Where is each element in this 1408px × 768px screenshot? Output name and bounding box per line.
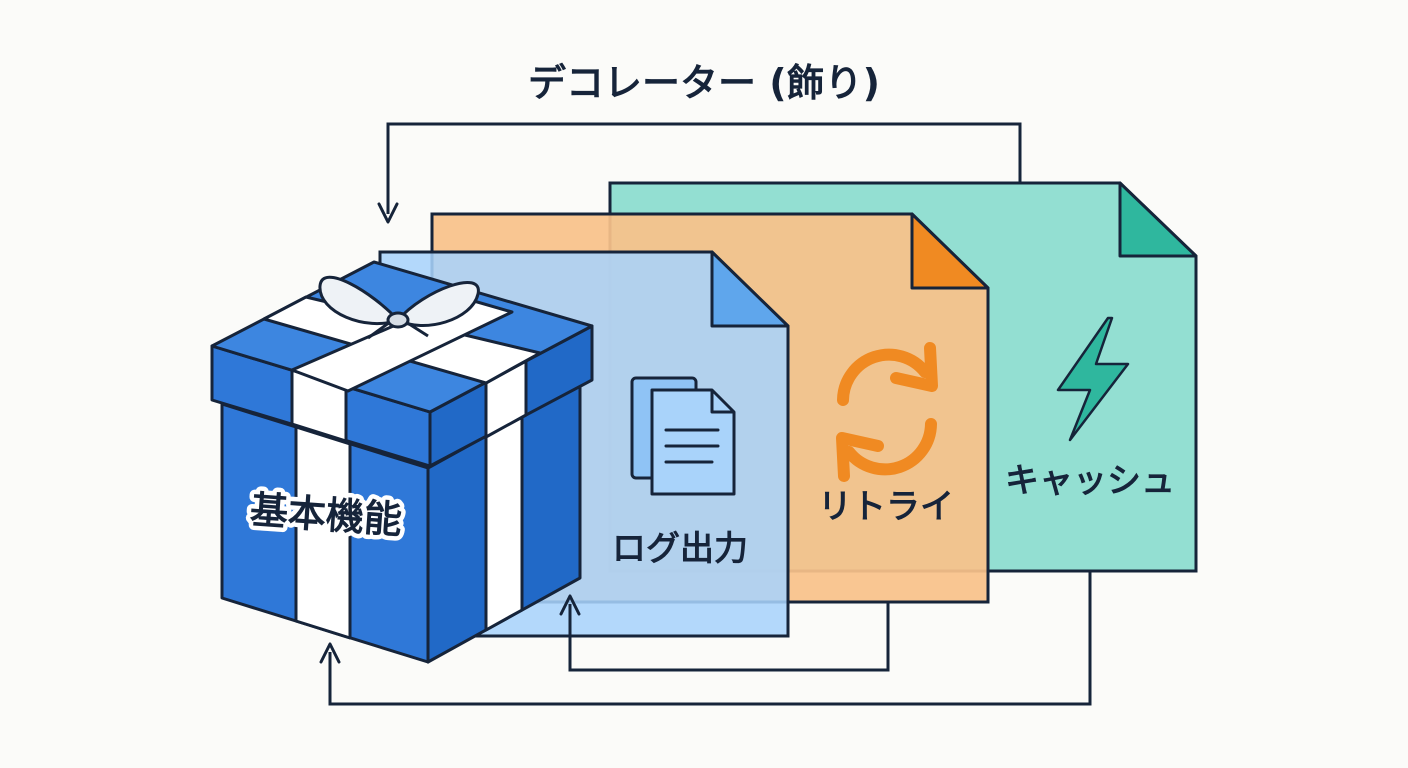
refresh-arrows-icon — [836, 342, 938, 482]
log-fold-corner — [710, 250, 790, 328]
log-label: ログ出力 — [612, 529, 748, 569]
retry-fold-corner — [910, 212, 990, 290]
top-return-arrow — [377, 122, 1022, 224]
retry-label: リトライ — [818, 487, 954, 527]
cache-fold-corner — [1118, 181, 1198, 258]
documents-icon — [630, 376, 736, 496]
diagram-title: デコレーター (飾り) — [528, 61, 880, 105]
inner-return-arrow — [559, 594, 890, 672]
cache-label: キャッシュ — [1005, 461, 1175, 501]
outer-return-arrow — [319, 571, 1092, 706]
lightning-icon — [1056, 316, 1130, 442]
gift-box-icon — [210, 260, 594, 664]
